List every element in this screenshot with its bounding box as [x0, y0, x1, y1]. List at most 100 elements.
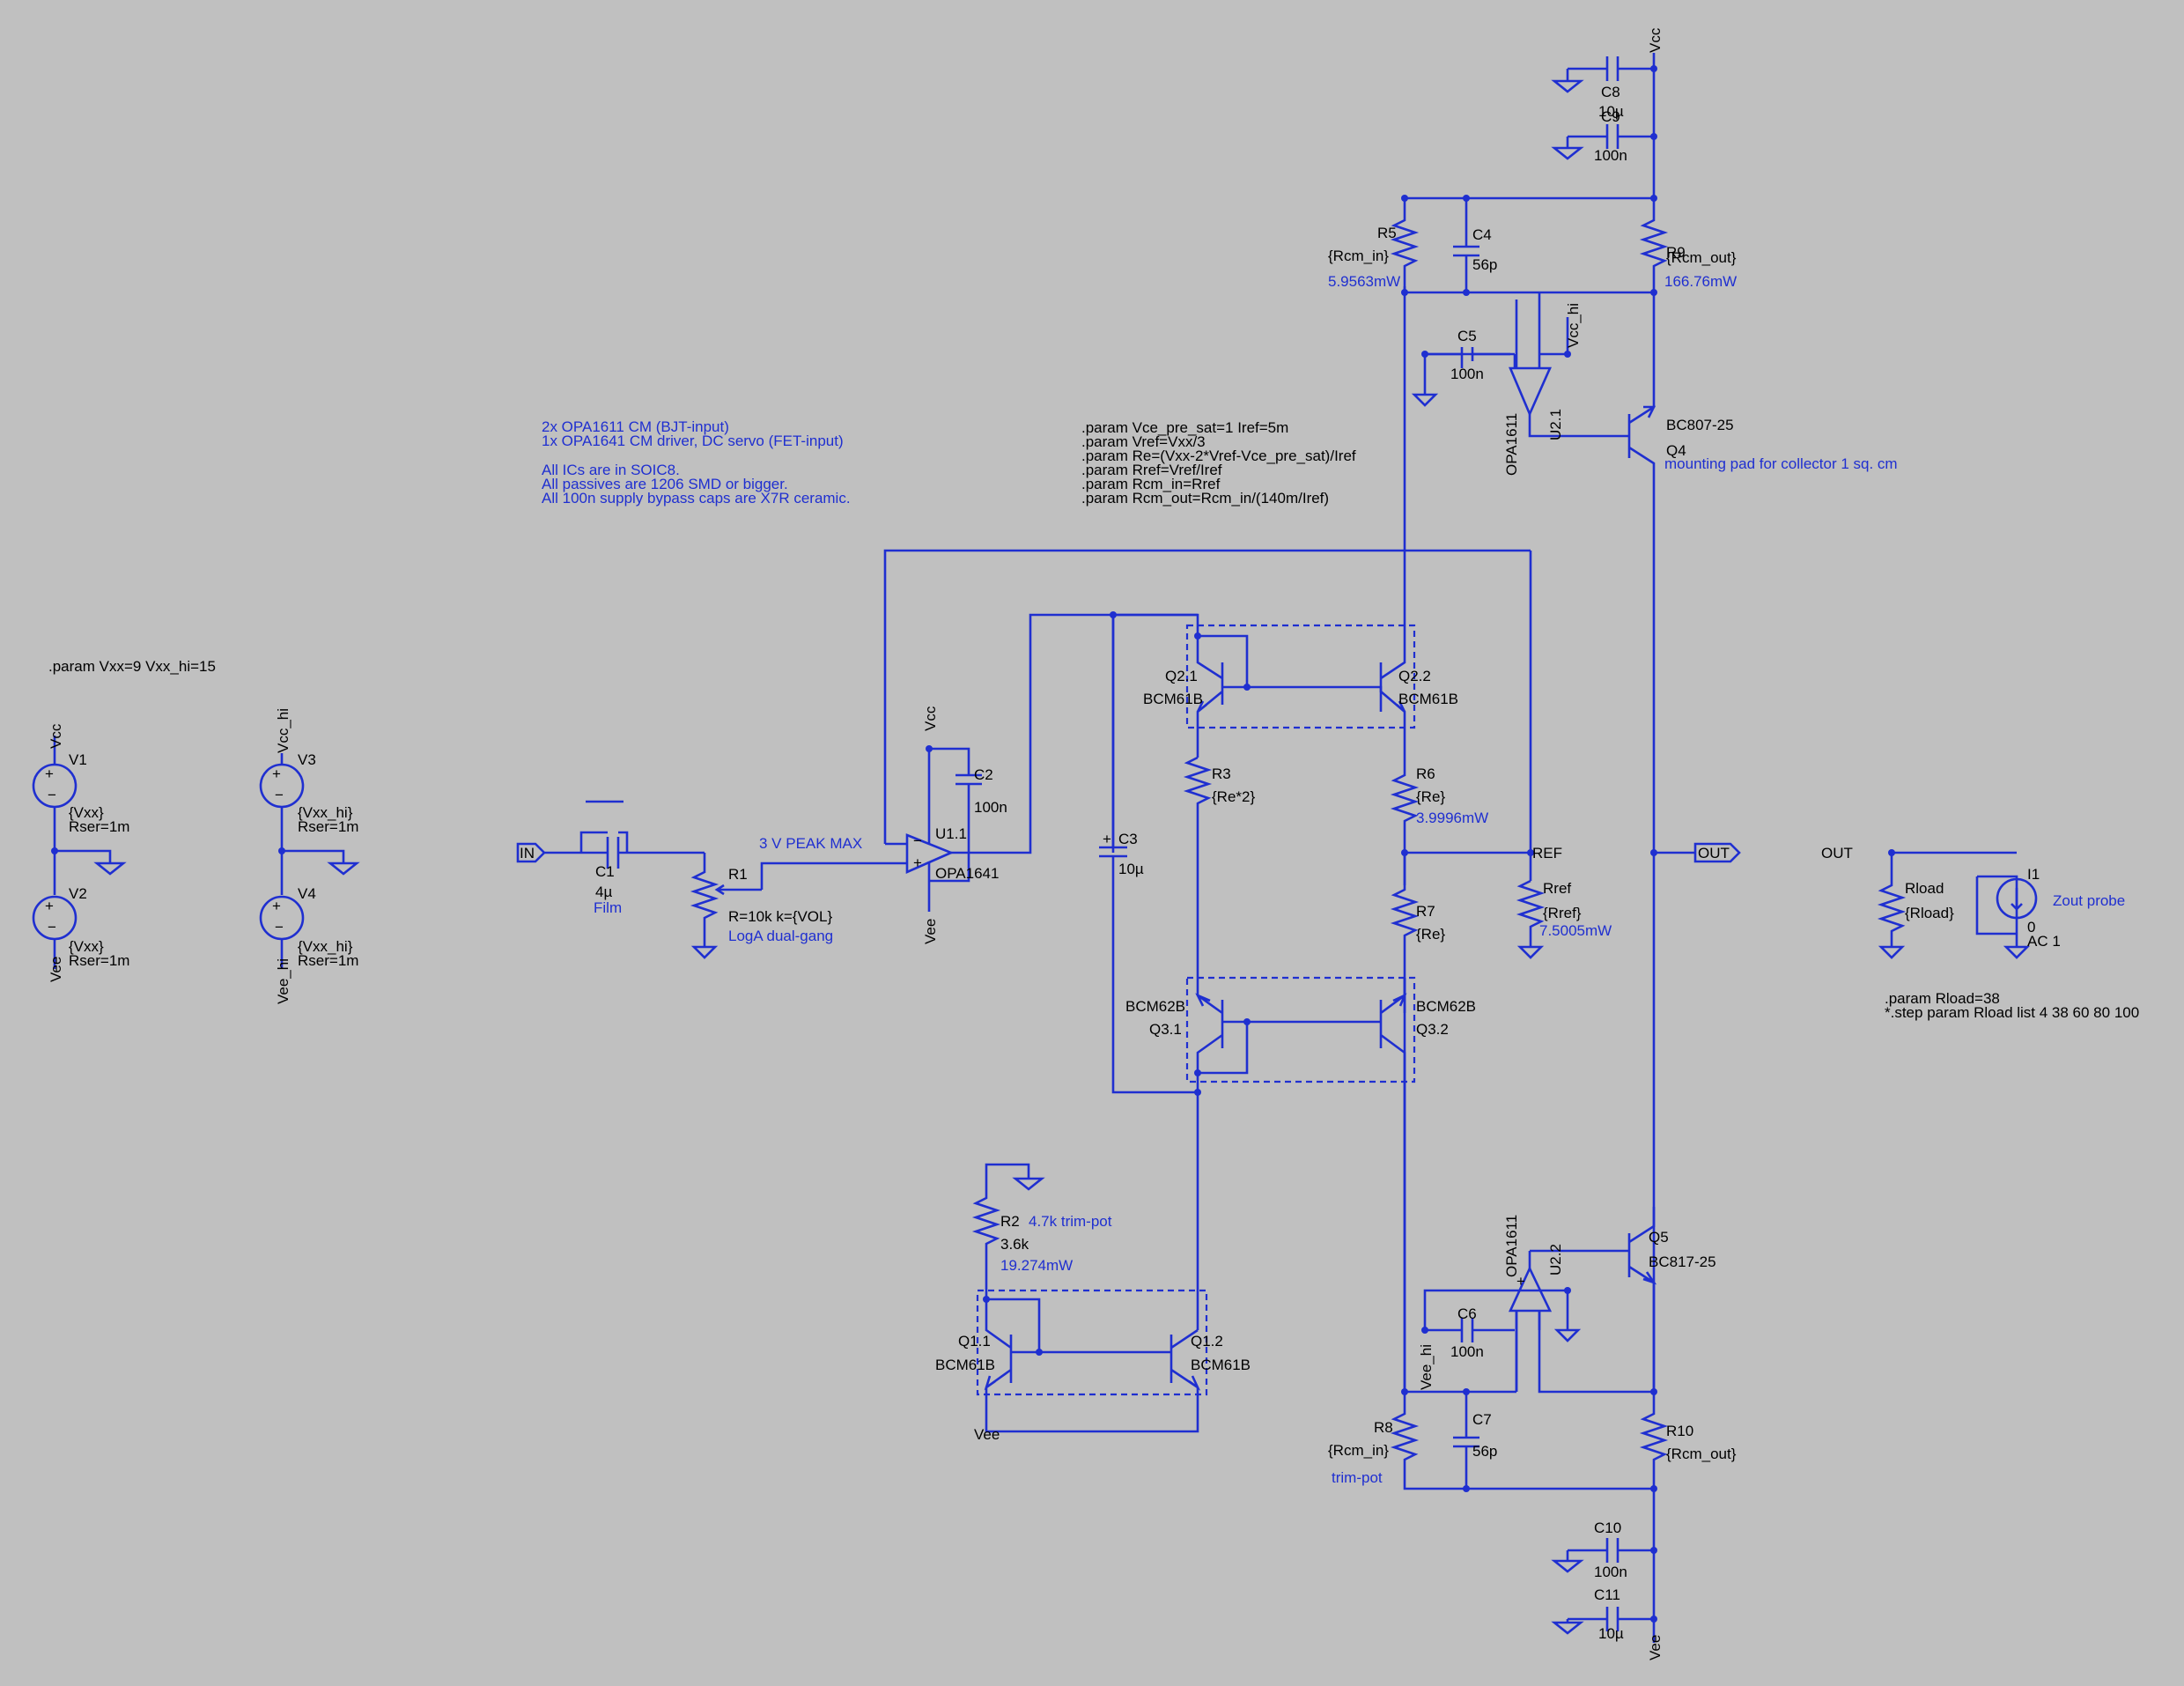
- cm-top-block[interactable]: R5 {Rcm_in} 5.9563mW C4 56p C5 100n Vcc_…: [1328, 195, 1737, 476]
- svg-text:IN: IN: [520, 845, 535, 861]
- resistor-r6[interactable]: R6 {Re} 3.9996mW: [1390, 758, 1488, 885]
- q31-part: BCM62B: [1125, 998, 1185, 1015]
- r5-name: R5: [1377, 225, 1397, 241]
- u1-part: OPA1641: [935, 865, 999, 882]
- q12-name: Q1.2: [1191, 1333, 1223, 1350]
- param-line-3: .param Re=(Vxx-2*Vref-Vce_pre_sat)/Iref: [1081, 447, 1356, 464]
- rref-power: 7.5005mW: [1539, 922, 1612, 939]
- output-port[interactable]: OUT: [1650, 842, 1741, 863]
- r8-note: trim-pot: [1332, 1469, 1383, 1486]
- resistor-r3[interactable]: R3 {Re*2}: [1183, 756, 1255, 978]
- param-line-4: .param Rref=Vref/Iref: [1081, 462, 1222, 478]
- c1-name: C1: [595, 863, 615, 880]
- c10-value: 100n: [1594, 1564, 1627, 1580]
- i1-dc: 0: [2027, 919, 2035, 935]
- u1-vee: Vee: [922, 919, 939, 944]
- transistor-q5[interactable]: Q5 BC817-25: [1530, 1207, 1716, 1392]
- r7-name: R7: [1416, 903, 1435, 920]
- mirror-q1[interactable]: R2 4.7k trim-pot 3.6k 19.274mW Q1.1 BCM6…: [935, 1163, 1251, 1443]
- ref-net[interactable]: REF Rref {Rref} 7.5005mW: [1401, 845, 1612, 959]
- opamp-u1[interactable]: − + U1.1 OPA1641 Vcc Vee C2 100n: [883, 549, 1531, 944]
- q22-part: BCM61B: [1398, 691, 1458, 707]
- rload-param: .param Rload=38: [1885, 990, 2000, 1007]
- load-block[interactable]: OUT Rload {Rload} I1 Zout probe 0 AC 1: [1821, 845, 2125, 959]
- capacitor-c1[interactable]: C1 4µ Film: [579, 800, 705, 916]
- param-line-5: .param Rcm_in=Rref: [1081, 476, 1221, 492]
- q4-note: mounting pad for collector 1 sq. cm: [1664, 455, 1898, 472]
- rload-step: *.step param Rload list 4 38 60 80 100: [1885, 1004, 2139, 1021]
- u1-name: U1.1: [935, 825, 967, 842]
- c9-name: C9: [1601, 108, 1620, 125]
- c2-value: 100n: [974, 799, 1007, 816]
- q4-name: Q4: [1666, 442, 1686, 459]
- vee-bottom-label: Vee: [1647, 1635, 1664, 1660]
- input-port[interactable]: IN: [516, 842, 581, 863]
- u21-name: U2.1: [1547, 409, 1564, 440]
- r3-name: R3: [1212, 765, 1231, 782]
- svg-text:+: +: [45, 898, 54, 914]
- c7-name: C7: [1472, 1411, 1492, 1428]
- capacitor-c3[interactable]: + C3 10µ: [1099, 615, 1198, 1094]
- r8-name: R8: [1374, 1419, 1393, 1436]
- svg-text:+: +: [272, 765, 281, 782]
- peak-note: 3 V PEAK MAX: [759, 835, 862, 852]
- q5-name: Q5: [1649, 1229, 1669, 1246]
- vcc-top-label: Vcc: [1647, 27, 1664, 53]
- cm-bottom-block[interactable]: + OPA1611 U2.2 Vee_hi C6 100n C7 56p R8 …: [1328, 1215, 1737, 1492]
- r5-value: {Rcm_in}: [1328, 248, 1389, 264]
- net-label-vee: Vee: [48, 957, 64, 982]
- rref-value: {Rref}: [1543, 905, 1582, 921]
- param-directives: .param Vce_pre_sat=1 Iref=5m .param Vref…: [1081, 419, 1356, 507]
- q11-part: BCM61B: [935, 1357, 995, 1373]
- v2-rser: Rser=1m: [69, 952, 129, 969]
- v2-value: {Vxx}: [69, 938, 104, 955]
- q32-name: Q3.2: [1416, 1021, 1449, 1038]
- supply-v1-v2[interactable]: + − + − Vcc Vee V1 {Vxx} Rser=1m V2 {Vxx…: [32, 723, 129, 982]
- r1-name: R1: [728, 866, 748, 883]
- design-notes: 2x OPA1611 CM (BJT-input) 1x OPA1641 CM …: [542, 418, 851, 507]
- svg-text:−: −: [275, 787, 284, 803]
- q12-part: BCM61B: [1191, 1357, 1251, 1373]
- note-line-1: 2x OPA1611 CM (BJT-input): [542, 418, 729, 435]
- svg-text:+: +: [1516, 1273, 1525, 1290]
- q21-part: BCM61B: [1143, 691, 1203, 707]
- v3-value: {Vxx_hi}: [298, 804, 353, 821]
- r10-name: R10: [1666, 1423, 1693, 1439]
- c5-name: C5: [1457, 328, 1477, 344]
- svg-text:−: −: [913, 832, 922, 849]
- mirror-q3[interactable]: BCM62B Q3.1 BCM62B Q3.2: [1125, 976, 1476, 1392]
- transistor-q4[interactable]: BC807-25 Q4 mounting pad for collector 1…: [1627, 292, 1898, 1392]
- c8-name: C8: [1601, 84, 1620, 100]
- vee-hi-label: Vee_hi: [1418, 1344, 1435, 1390]
- r2-name: R2: [1000, 1213, 1020, 1230]
- r1-note: LogA dual-gang: [728, 928, 833, 944]
- supply-v3-v4[interactable]: + − + − Vcc_hi Vee_hi V3 {Vxx_hi} Rser=1…: [259, 708, 360, 1004]
- q32-part: BCM62B: [1416, 998, 1476, 1015]
- c8-value: 10µ: [1598, 103, 1624, 120]
- c2-name: C2: [974, 766, 993, 783]
- c4-name: C4: [1472, 226, 1492, 243]
- c1-note: Film: [594, 899, 622, 916]
- r8-value: {Rcm_in}: [1328, 1442, 1389, 1459]
- note-line-2: 1x OPA1641 CM driver, DC servo (FET-inpu…: [542, 433, 844, 449]
- r3-value: {Re*2}: [1212, 788, 1255, 805]
- q21-name: Q2.1: [1165, 668, 1198, 684]
- rref-name: Rref: [1543, 880, 1571, 897]
- c10-name: C10: [1594, 1520, 1621, 1536]
- vxx-param: .param Vxx=9 Vxx_hi=15: [48, 658, 216, 675]
- mirror-q2[interactable]: Q2.1 BCM61B Q2.2 BCM61B: [1110, 286, 1458, 853]
- v3-name: V3: [298, 751, 316, 768]
- svg-text:−: −: [48, 919, 56, 935]
- v1-name: V1: [69, 751, 87, 768]
- param-line-2: .param Vref=Vxx/3: [1081, 433, 1206, 450]
- supply-decoupling-top[interactable]: Vcc C8 10µ C9 100n: [1551, 27, 1664, 198]
- supply-decoupling-bottom[interactable]: C10 100n C11 10µ Vee: [1551, 1489, 1664, 1660]
- resistor-r7[interactable]: R7 {Re}: [1390, 853, 1445, 1013]
- potentiometer-r1[interactable]: R1 R=10k k={VOL} LogA dual-gang: [690, 853, 907, 959]
- r6-value: {Re}: [1416, 788, 1445, 805]
- svg-text:OUT: OUT: [1698, 845, 1730, 861]
- i1-note: Zout probe: [2053, 892, 2125, 909]
- q1-vee: Vee: [974, 1426, 1000, 1443]
- u22-part: OPA1611: [1503, 1215, 1520, 1277]
